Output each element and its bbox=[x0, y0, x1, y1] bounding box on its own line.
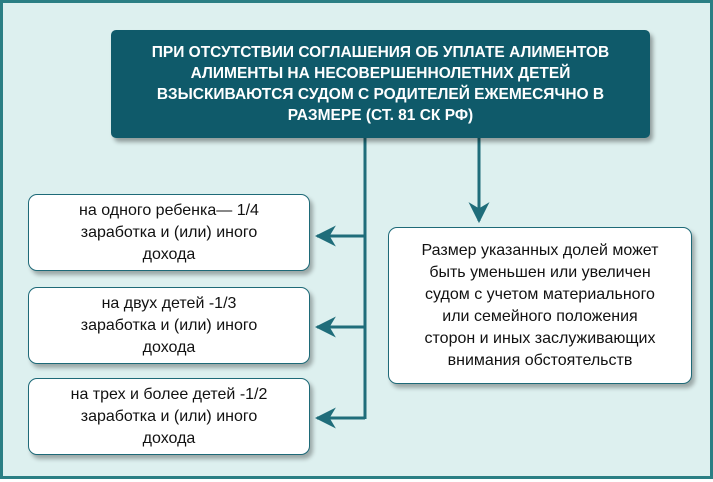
note-line-2: быть уменьшен или увеличен bbox=[429, 263, 651, 281]
header-line-2: АЛИМЕНТЫ НА НЕСОВЕРШЕННОЛЕТНИХ ДЕТЕЙ bbox=[190, 65, 571, 82]
box-one-child: на одного ребенка— 1/4 заработка и (или)… bbox=[28, 194, 310, 271]
box-three-plus-children: на трех и более детей -1/2 заработка и (… bbox=[28, 378, 310, 455]
note-line-6: внимания обстоятельств bbox=[447, 351, 633, 369]
box-two-line-1: на двух детей -1/3 bbox=[101, 294, 237, 312]
box-three-line-3: дохода bbox=[142, 429, 196, 447]
box-one-line-1: на одного ребенка— 1/4 bbox=[79, 201, 259, 219]
header-line-3: ВЗЫСКИВАЮТСЯ СУДОМ С РОДИТЕЛЕЙ ЕЖЕМЕСЯЧН… bbox=[156, 86, 605, 103]
header-line-4: РАЗМЕРЕ (СТ. 81 СК РФ) bbox=[287, 107, 474, 124]
note-line-1: Размер указанных долей может bbox=[421, 241, 659, 259]
note-line-5: сторон и иных заслуживающих bbox=[424, 329, 656, 347]
box-two-line-2: заработка и (или) иного bbox=[80, 316, 258, 334]
connector-lines bbox=[314, 138, 490, 429]
box-one-line-3: дохода bbox=[142, 245, 196, 263]
box-three-line-2: заработка и (или) иного bbox=[80, 407, 258, 425]
box-three-line-1: на трех и более детей -1/2 bbox=[70, 385, 268, 403]
box-adjustment-note: Размер указанных долей может быть уменьш… bbox=[388, 227, 692, 384]
note-line-3: судом с учетом материального bbox=[425, 285, 655, 303]
header-line-1: ПРИ ОТСУТСТВИИ СОГЛАШЕНИЯ ОБ УПЛАТЕ АЛИМ… bbox=[151, 44, 610, 61]
box-one-line-2: заработка и (или) иного bbox=[80, 223, 258, 241]
note-line-4: или семейного положения bbox=[442, 307, 638, 325]
header-box: ПРИ ОТСУТСТВИИ СОГЛАШЕНИЯ ОБ УПЛАТЕ АЛИМ… bbox=[111, 30, 650, 138]
box-two-line-3: дохода bbox=[142, 338, 196, 356]
box-two-children: на двух детей -1/3 заработка и (или) ино… bbox=[28, 287, 310, 364]
